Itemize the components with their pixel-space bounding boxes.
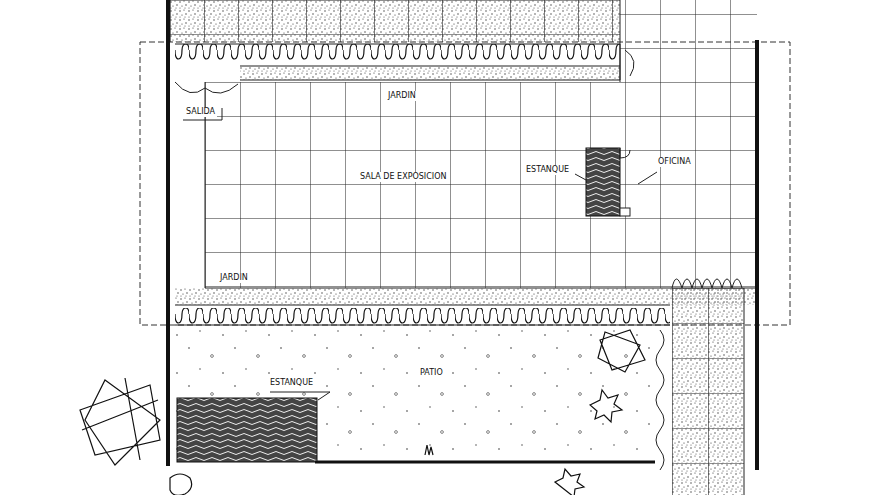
room-label: ESTANQUE xyxy=(524,165,571,175)
room-label: JARDIN xyxy=(218,273,250,283)
room-label: SALA DE EXPOSICION xyxy=(358,172,448,182)
room-label: ESTANQUE xyxy=(268,378,315,388)
room-label: SALIDA xyxy=(184,107,217,117)
room-label: OFICINA xyxy=(656,157,693,167)
room-label: PATIO xyxy=(418,368,445,378)
room-label: JARDIN xyxy=(386,91,418,101)
